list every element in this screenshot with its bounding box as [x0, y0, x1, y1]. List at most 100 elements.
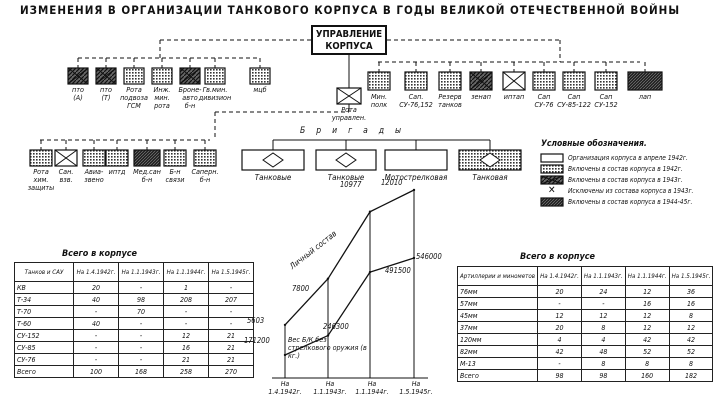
- table-cell: 8: [580, 321, 626, 334]
- table-cell: СУ-76: [14, 353, 74, 366]
- table-cell: 4: [580, 333, 626, 346]
- table-header: На 1.4.1942г.: [73, 262, 119, 282]
- legend-item-text: Включены в состав корпуса в 1943г.: [568, 176, 683, 184]
- chart-line-segment: [369, 189, 415, 213]
- table-cell: 76мм: [456, 285, 539, 298]
- right-unit-box: [562, 71, 586, 91]
- right-unit-label: лап: [638, 92, 652, 101]
- table-cell: 120мм: [456, 333, 539, 346]
- brigade-diamond-icon: [335, 152, 357, 168]
- table-cell: 21: [208, 353, 254, 366]
- legend-x-icon: ✕: [548, 185, 556, 196]
- right-unit-label: иптап: [503, 92, 525, 101]
- table-cell: Т-70: [14, 305, 74, 318]
- table-cell: 98: [537, 369, 582, 382]
- left-unit-label: пто(Т): [100, 85, 112, 102]
- table-cell: -: [118, 341, 164, 354]
- brigade-box: [384, 149, 448, 171]
- series2-value: 491500: [385, 266, 411, 275]
- table-header: На 1.1.1943г.: [580, 266, 626, 286]
- legend-item-text: Исключены из состава корпуса в 1943г.: [568, 187, 694, 195]
- bottom-unit-label: Сан.взв.: [58, 167, 74, 184]
- legend-item-text: Включены в состав корпуса в 1942г.: [568, 165, 683, 173]
- bottom-unit-label: иптд: [108, 167, 126, 176]
- table-cell: Т-34: [14, 293, 74, 306]
- chart-line-segment: [284, 334, 329, 356]
- bottom-unit-box: [29, 149, 53, 167]
- series1-value: 5603: [247, 316, 265, 325]
- table-cell: 4: [537, 333, 582, 346]
- table-cell: 82мм: [456, 345, 539, 358]
- table-cell: 20: [537, 285, 582, 298]
- table-cell: 16: [163, 341, 209, 354]
- table-cell: 48: [580, 345, 626, 358]
- left-unit-box: [249, 67, 271, 85]
- chart-line-segment: [327, 271, 371, 336]
- table-cell: -: [118, 329, 164, 342]
- table-cell: 16: [624, 297, 670, 310]
- table-header: Артиллерии и минометов: [456, 266, 539, 286]
- left-unit-box: [204, 67, 226, 85]
- bottom-unit-box: [105, 149, 129, 167]
- bottom-unit-box: [193, 149, 217, 167]
- table-cell: СУ-152: [14, 329, 74, 342]
- right-unit-label: зенап: [471, 92, 491, 101]
- right-unit-box: [532, 71, 556, 91]
- table-cell: 12: [624, 309, 670, 322]
- table-cell: 8: [668, 309, 713, 322]
- right-unit-label: Мин.полк: [370, 92, 388, 109]
- table-cell: 207: [208, 293, 254, 306]
- table-cell: Всего: [456, 369, 539, 382]
- chart-line-segment: [284, 278, 329, 326]
- left-unit-label: мцб: [253, 85, 267, 94]
- brigades-label: Бригады: [300, 126, 413, 136]
- table-header: На 1.5.1945г.: [208, 262, 254, 282]
- table-cell: -: [118, 317, 164, 330]
- bottom-unit-label: Саперн.б-н: [191, 167, 219, 184]
- right-unit-box: [367, 71, 391, 91]
- table-cell: 70: [118, 305, 164, 318]
- left-unit-label: Гв.мин.дивизион: [198, 85, 232, 102]
- table-cell: 20: [537, 321, 582, 334]
- table-cell: 21: [163, 353, 209, 366]
- table-cell: 42: [624, 333, 670, 346]
- table-cell: 208: [163, 293, 209, 306]
- table-cell: 270: [208, 365, 254, 378]
- bottom-unit-box: [163, 149, 187, 167]
- table-cell: 20: [73, 281, 119, 294]
- bottom-unit-box: [133, 149, 161, 167]
- chart-line-segment: [327, 211, 371, 280]
- table-cell: 12: [580, 309, 626, 322]
- hq-line1: УПРАВЛЕНИЕ: [315, 29, 383, 40]
- brigade-label: Танковая: [472, 173, 508, 182]
- table-cell: 168: [118, 365, 164, 378]
- table-cell: -: [118, 281, 164, 294]
- table-cell: 8: [580, 357, 626, 370]
- table-cell: 16: [668, 297, 713, 310]
- table-cell: 8: [668, 357, 713, 370]
- bottom-unit-label: Авиа-звено: [84, 167, 104, 184]
- table-header: На 1.4.1942г.: [537, 266, 582, 286]
- table-cell: Всего: [14, 365, 74, 378]
- table-cell: 12: [624, 321, 670, 334]
- table-header: Танков и САУ: [14, 262, 74, 282]
- legend-swatch: [540, 164, 564, 174]
- legend-swatch: [540, 153, 564, 163]
- table-cell: -: [163, 305, 209, 318]
- table-cell: 45мм: [456, 309, 539, 322]
- table-cell: -: [580, 297, 626, 310]
- tank-table-title: Всего в корпусе: [62, 249, 138, 259]
